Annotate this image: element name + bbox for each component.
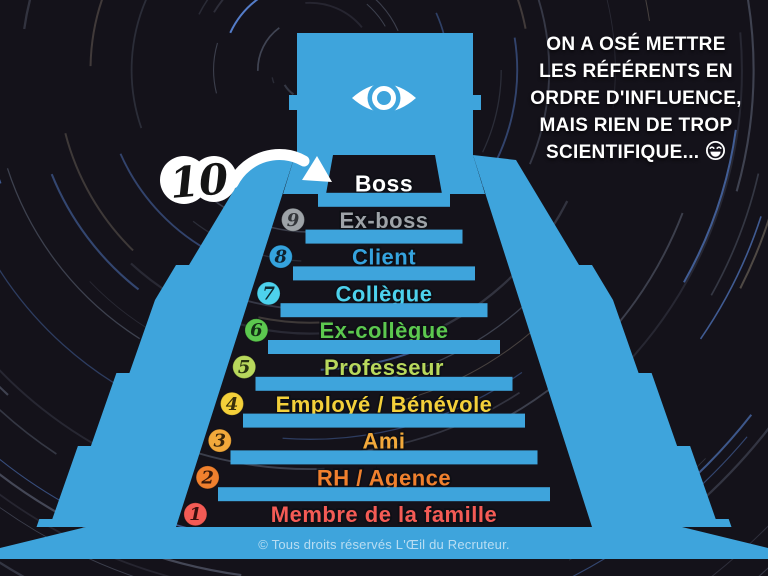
- level-label-8: Client: [352, 245, 416, 270]
- level-badge-4: [220, 391, 244, 416]
- level-badge-5: [232, 355, 257, 379]
- level-badge-digit-5: 5: [238, 357, 251, 378]
- level-label-3: Ami: [362, 429, 405, 454]
- eye-icon: [352, 81, 416, 115]
- level-label-4: Employé / Bénévole: [276, 392, 493, 417]
- level-label-9: Ex-boss: [339, 208, 428, 233]
- headline-line-4: MAIS RIEN DE TROP: [539, 115, 733, 136]
- copyright-text: © Tous droits réservés L'Œil du Recruteu…: [258, 537, 510, 552]
- rank-10-callout: 10: [160, 148, 332, 208]
- step-strip-2: [230, 450, 538, 465]
- grinning-face-emoji-icon: [705, 140, 725, 161]
- temple-tab-left: [289, 95, 298, 110]
- level-label-7: Collègue: [336, 281, 433, 306]
- temple: [289, 33, 481, 155]
- step-strip-6: [280, 303, 488, 318]
- curved-arrow-icon: [227, 148, 310, 189]
- level-badge-digit-9: 9: [287, 210, 300, 231]
- temple-tab-right: [472, 95, 481, 110]
- headline-line-1: ON A OSÉ METTRE: [546, 34, 726, 55]
- left-slope: [36, 155, 295, 527]
- step-strip-9: [318, 192, 450, 207]
- level-badge-digit-8: 8: [274, 247, 288, 268]
- base-platform: [0, 527, 768, 559]
- level-badge-7: [256, 281, 281, 306]
- levels-group: Boss 9 Ex-boss 8 Client 7 Collègue 6 Ex-collègue…: [183, 169, 550, 529]
- level-row-1: 1 Membre de la famille: [183, 487, 550, 529]
- headline: ON A OSÉ METTRE LES RÉFÉRENTS EN ORDRE D…: [505, 31, 767, 166]
- level-row-10: Boss: [353, 169, 414, 199]
- level-badge-digit-1: 1: [189, 504, 202, 525]
- level-badge-digit-6: 6: [250, 320, 263, 341]
- step-strip-5: [268, 340, 500, 354]
- temple-base-flare-right: [435, 155, 485, 194]
- level-label-2: RH / Agence: [317, 465, 451, 490]
- rank-10-badge-blob: [191, 156, 237, 202]
- level-badge-8: [268, 244, 293, 269]
- step-strip-3: [243, 413, 525, 428]
- headline-line-2: LES RÉFÉRENTS EN: [539, 61, 733, 82]
- step-strip-8: [305, 229, 463, 244]
- level-badge-digit-3: 3: [214, 431, 227, 452]
- right-slope: [473, 155, 732, 527]
- level-label-10: Boss: [355, 171, 413, 197]
- step-strip-1: [218, 487, 550, 502]
- pyramid: Boss 9 Ex-boss 8 Client 7 Collègue 6 Ex-collègue…: [0, 33, 768, 559]
- level-label-1: Membre de la famille: [271, 502, 497, 527]
- headline-line-5-text: SCIENTIFIQUE...: [546, 142, 700, 163]
- rank-10-badge: 10: [168, 154, 231, 208]
- level-badge-2: [195, 465, 220, 490]
- level-badge-digit-2: 2: [200, 467, 214, 488]
- level-badge-digit-4: 4: [226, 394, 239, 415]
- level-label-5: Professeur: [324, 355, 444, 380]
- arrow-head-icon: [302, 156, 332, 182]
- level-badge-9: [281, 207, 305, 232]
- step-strip-4: [255, 376, 513, 391]
- level-label-6: Ex-collègue: [320, 318, 449, 343]
- level-badge-3: [207, 428, 232, 453]
- headline-line-3: ORDRE D'INFLUENCE,: [530, 88, 742, 109]
- level-badge-1: [183, 502, 208, 527]
- level-badge-6: [244, 318, 269, 343]
- level-badge-digit-7: 7: [262, 283, 275, 304]
- headline-line-5: SCIENTIFIQUE...: [505, 139, 767, 166]
- step-strip-7: [293, 266, 475, 281]
